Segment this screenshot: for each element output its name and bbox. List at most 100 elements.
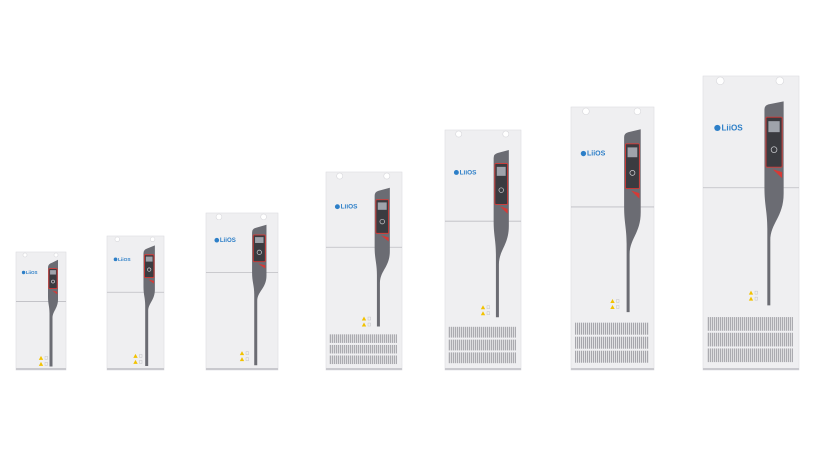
vent-slot: [359, 355, 361, 365]
vent-slot: [731, 317, 733, 331]
vent-slot: [633, 336, 635, 349]
warning-icon: [133, 353, 138, 358]
vent-slot: [719, 332, 721, 347]
vent-slot: [329, 334, 331, 343]
vent-slot: [353, 355, 355, 365]
vent-slot: [343, 334, 345, 343]
vent-slot: [385, 344, 387, 354]
vent-slot: [715, 348, 717, 363]
vent-slot: [450, 326, 452, 338]
vent-slot: [466, 339, 468, 351]
vent-slot: [514, 326, 516, 338]
keypad-dial: [770, 146, 778, 153]
vent-slot: [743, 348, 745, 363]
vent-slot: [603, 336, 605, 349]
vent-slot: [379, 355, 381, 365]
vent-slot: [355, 355, 357, 365]
vent-slot: [391, 355, 393, 365]
vent-slot: [508, 326, 510, 338]
vent-slot: [460, 326, 462, 338]
vent-slot: [393, 344, 395, 354]
vent-slot: [601, 350, 603, 363]
vent-slot: [723, 317, 725, 331]
vent-slot: [329, 344, 331, 354]
warning-icon: [38, 355, 44, 360]
label-sticker: [486, 311, 490, 315]
keypad-dial: [256, 249, 262, 255]
vent-slot: [591, 336, 593, 349]
vent-slot: [597, 322, 599, 335]
vent-slot: [757, 348, 759, 363]
vent-slot: [759, 332, 761, 347]
vent-slot: [450, 339, 452, 351]
vent-slot: [777, 332, 779, 347]
vent-slot: [587, 336, 589, 349]
vent-slot: [510, 352, 512, 364]
vent-slot: [514, 339, 516, 351]
vent-slot: [488, 339, 490, 351]
vent-slot: [605, 350, 607, 363]
vent-slot: [496, 326, 498, 338]
vent-slot: [729, 332, 731, 347]
vent-slot: [472, 326, 474, 338]
vent-slot: [643, 322, 645, 335]
vent-slot: [785, 332, 787, 347]
vent-slot: [625, 336, 627, 349]
vent-slot: [337, 344, 339, 354]
vent-slot: [585, 350, 587, 363]
vent-slot: [783, 317, 785, 331]
vent-slot: [789, 348, 791, 363]
warning-icon: [361, 316, 367, 321]
vent-slot: [579, 336, 581, 349]
keypad-dial: [629, 170, 636, 176]
lifting-hook-left: [215, 213, 223, 221]
vent-slot: [462, 352, 464, 364]
vent-slot: [377, 355, 379, 365]
vent-slot: [641, 322, 643, 335]
keypad-screen: [768, 121, 780, 133]
vent-slot: [339, 334, 341, 343]
vent-slot: [353, 334, 355, 343]
vent-slot: [597, 350, 599, 363]
vent-slot: [458, 339, 460, 351]
vent-slot: [496, 339, 498, 351]
label-sticker: [139, 354, 143, 358]
vent-slot: [347, 355, 349, 365]
vent-slot: [506, 339, 508, 351]
brand-logo: LiiOS: [26, 270, 38, 275]
vent-slot: [458, 352, 460, 364]
vent-slot: [575, 336, 577, 349]
vent-slot: [375, 344, 377, 354]
vent-slot: [777, 348, 779, 363]
vent-slot: [583, 322, 585, 335]
vent-slot: [470, 352, 472, 364]
vent-slot: [761, 332, 763, 347]
vent-slot: [775, 348, 777, 363]
vent-slot: [589, 322, 591, 335]
inverter-cabinet-2: LiiOS: [106, 235, 165, 371]
cabinet-drawing: LiiOS: [444, 129, 522, 371]
vent-slot: [480, 352, 482, 364]
vent-slot: [725, 317, 727, 331]
vent-slot: [371, 344, 373, 354]
vent-slot: [715, 332, 717, 347]
vent-slot: [476, 326, 478, 338]
keypad-screen: [255, 237, 264, 243]
vent-slot: [777, 317, 779, 331]
vent-slot: [472, 352, 474, 364]
vent-slot: [771, 332, 773, 347]
vent-slot: [504, 339, 506, 351]
vent-slot: [785, 317, 787, 331]
vent-slot: [765, 332, 767, 347]
vent-slot: [482, 339, 484, 351]
vent-slot: [581, 350, 583, 363]
vent-slot: [490, 326, 492, 338]
vent-slot: [751, 317, 753, 331]
vent-slot: [607, 336, 609, 349]
label-sticker: [44, 362, 48, 366]
vent-slot: [607, 322, 609, 335]
vent-slot: [329, 355, 331, 365]
vent-slot: [496, 352, 498, 364]
vent-slot: [739, 317, 741, 331]
vent-slot: [456, 326, 458, 338]
